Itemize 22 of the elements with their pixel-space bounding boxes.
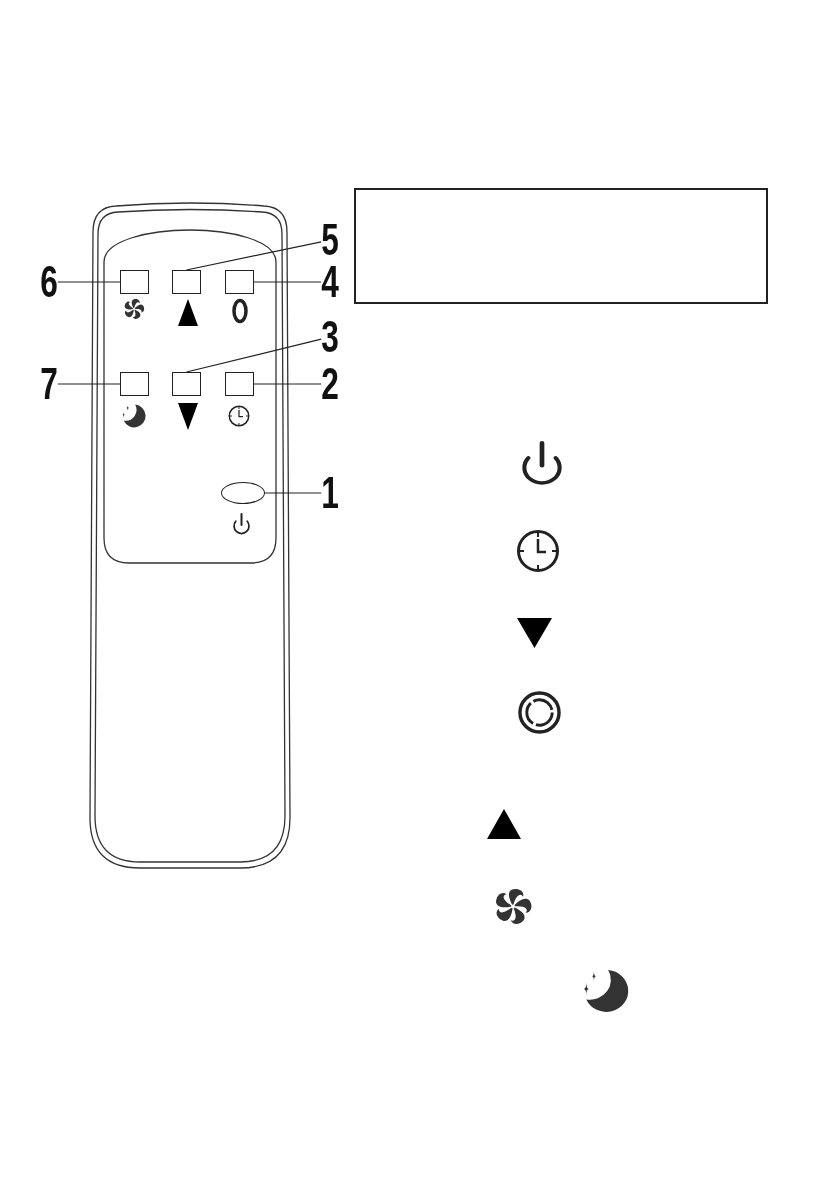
callout-number: 1 [321, 471, 339, 515]
remote-button [225, 270, 254, 294]
callout-number: 2 [321, 362, 339, 406]
remote-button [120, 372, 149, 396]
callout-number: 5 [321, 218, 339, 262]
callout-number: 7 [40, 362, 58, 406]
remote-button [172, 270, 201, 294]
remote-button [120, 270, 149, 294]
oval-button [221, 482, 265, 504]
callout-number: 6 [40, 260, 58, 304]
callout-number: 3 [321, 315, 339, 359]
leader-line [253, 281, 322, 283]
remote-button [225, 372, 254, 396]
empty-frame [354, 188, 768, 304]
remote-button [172, 372, 201, 396]
leader-line [57, 281, 121, 283]
leader-line [264, 492, 322, 494]
leader-line [185, 241, 322, 271]
leader-line [253, 383, 322, 385]
callout-number: 4 [321, 260, 339, 304]
leader-line [57, 383, 121, 385]
leader-line [185, 338, 322, 373]
